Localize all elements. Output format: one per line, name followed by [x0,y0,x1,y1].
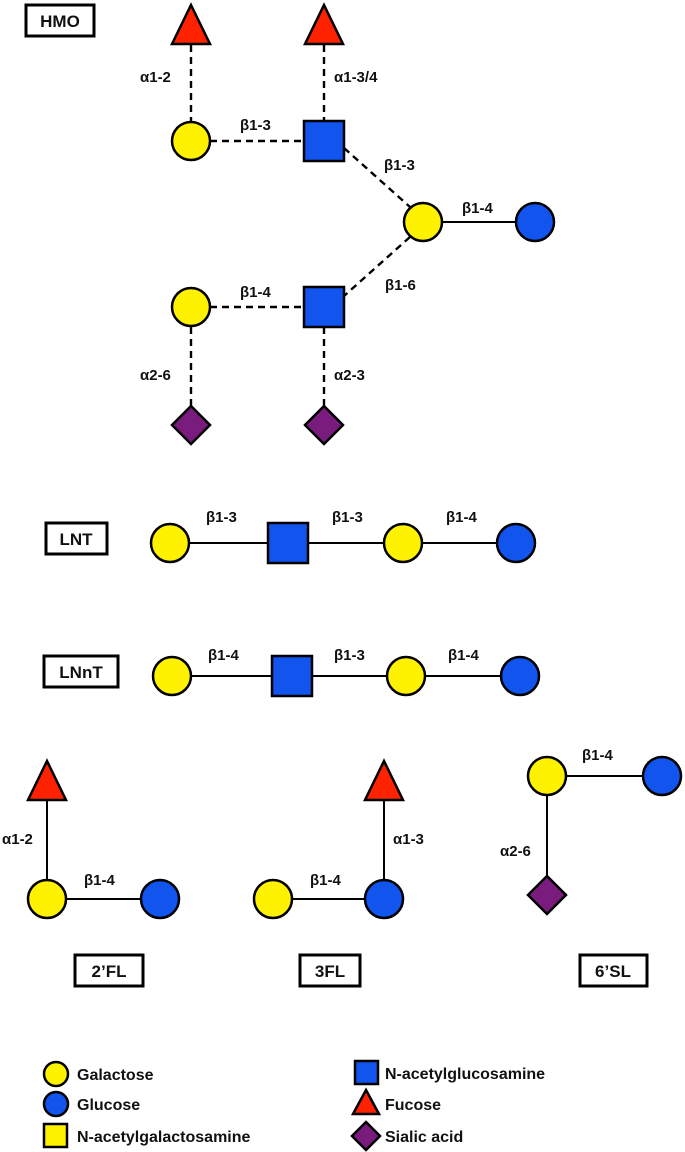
hmo-glcnac-1 [302,119,346,163]
lnt-structure: LNT β1-3 β1-3 β1-4 [44,509,537,565]
legend: Galactose Glucose N-acetylgalactosamine … [42,1059,545,1152]
legend-fucose-label: Fucose [385,1097,441,1114]
fl3-galactose [252,878,294,920]
legend-glcnac-label: N-acetylglucosamine [385,1066,545,1083]
lnnt-glucose [499,655,541,697]
lnt-glucose [495,522,537,564]
fl3-fucose [363,758,405,802]
lnt-link-3: β1-4 [446,509,477,526]
lnt-glcnac [266,521,310,565]
lnnt-label-box [42,654,120,689]
fl3-link-fuc-glc: α1-3 [393,831,424,848]
legend-galnac-label: N-acetylgalactosamine [77,1129,251,1146]
sl6-structure: β1-4 α2-6 6’SL [500,747,683,988]
hmo-fucose-1 [170,2,212,46]
lnt-galactose-2 [382,522,424,564]
hmo-link-glcnac-gal-branch1: β1-3 [384,157,415,174]
lnt-link-2: β1-3 [332,509,363,526]
hmo-link-sia-gal: α2-6 [140,367,171,384]
sl6-label-box [578,953,649,988]
lnt-link-1: β1-3 [206,509,237,526]
lnt-label: LNT [59,530,93,549]
fl2-galactose [26,878,68,920]
hmo-structure: HMO α1-2 β1-3 α1-3/4 β1-3 β1-4 β1-4 β1-6… [24,2,556,446]
hmo-link-fuc-gal: α1-2 [140,69,171,86]
hmo-galactose-core [402,201,444,243]
hmo-link-sia-glcnac: α2-3 [334,367,365,384]
hmo-fucose-2 [303,2,345,46]
lnnt-glcnac [270,654,314,698]
lnt-galactose-1 [149,522,191,564]
legend-galactose-icon [42,1060,70,1088]
legend-sialic-icon [350,1120,382,1152]
fl3-structure: α1-3 β1-4 3FL [252,758,424,988]
fl3-glucose [363,878,405,920]
hmo-sialic-2 [303,404,345,446]
hmo-bond-glcnac-galactose-upper [343,147,411,208]
sl6-label: 6’SL [595,962,631,981]
fl2-label-box [73,953,145,988]
lnnt-link-3: β1-4 [448,647,479,664]
lnnt-structure: LNnT β1-4 β1-3 β1-4 [42,647,541,698]
fl3-link-gal-glc: β1-4 [310,872,341,889]
lnnt-link-2: β1-3 [334,647,365,664]
legend-glucose-label: Glucose [77,1097,140,1114]
hmo-galactose-2 [170,286,212,328]
legend-galactose-label: Galactose [77,1067,154,1084]
hmo-galactose-1 [170,120,212,162]
sl6-link-sia-gal: α2-6 [500,843,531,860]
lnnt-galactose-1 [151,655,193,697]
hmo-link-gal-glcnac-lower: β1-4 [240,284,271,301]
hmo-glcnac-2 [302,285,346,329]
legend-glcnac-icon [353,1059,380,1086]
fl2-structure: α1-2 β1-4 2’FL [2,758,181,988]
hmo-glucose [514,201,556,243]
fl2-link-gal-glc: β1-4 [84,872,115,889]
hmo-link-gal-glc: β1-4 [462,200,493,217]
legend-sialic-label: Sialic acid [385,1129,463,1146]
lnt-label-box [44,521,109,556]
fl3-label: 3FL [315,962,345,981]
fl2-glucose [139,878,181,920]
sl6-glucose [641,755,683,797]
hmo-bond-glcnac-galactose-lower [343,236,411,297]
fl2-link-fuc-gal: α1-2 [2,831,33,848]
fl3-label-box [298,953,362,988]
hmo-label-box [24,3,96,38]
sl6-link-gal-glc: β1-4 [582,747,613,764]
legend-galnac-icon [42,1122,69,1149]
lnnt-galactose-2 [385,655,427,697]
fl2-fucose [26,758,68,802]
legend-glucose-icon [42,1090,70,1118]
hmo-sialic-1 [170,404,212,446]
legend-fucose-icon [350,1087,382,1116]
sl6-sialic [526,874,568,916]
lnnt-label: LNnT [59,663,103,682]
hmo-link-fuc-glcnac: α1-3/4 [334,69,378,86]
fl2-label: 2’FL [92,962,127,981]
hmo-link-gal-glcnac: β1-3 [240,117,271,134]
lnnt-link-1: β1-4 [208,647,239,664]
hmo-link-glcnac-gal-branch2: β1-6 [385,277,416,294]
sl6-galactose [526,755,568,797]
hmo-label: HMO [40,12,80,31]
